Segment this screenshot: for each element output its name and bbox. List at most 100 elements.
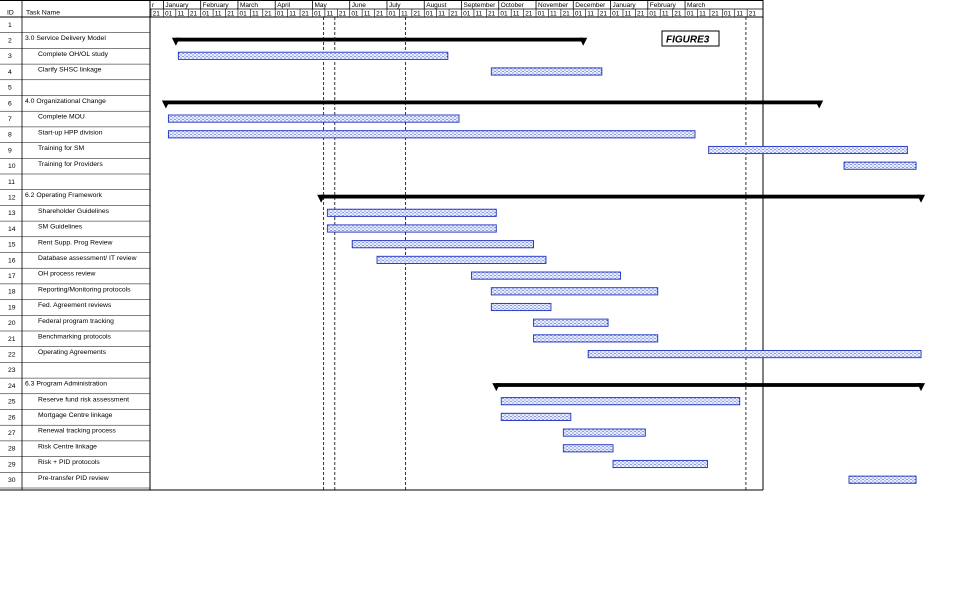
day-label: 21: [637, 10, 645, 17]
task-id: 27: [8, 430, 16, 437]
task-id: 25: [8, 399, 16, 406]
month-label: September: [464, 2, 497, 9]
task-name: Training for Providers: [38, 161, 103, 168]
task-id: 9: [8, 147, 12, 154]
day-label: 21: [339, 10, 347, 17]
day-label: 01: [389, 10, 397, 17]
task-id: 10: [8, 163, 16, 170]
summary-bar: [321, 194, 922, 199]
task-name: 4.0 Organizational Change: [25, 98, 106, 105]
day-label: 11: [289, 10, 296, 17]
summary-bar: [175, 37, 584, 42]
task-id: 20: [8, 320, 16, 327]
day-label: 11: [364, 10, 371, 17]
day-label: 01: [314, 10, 322, 17]
task-name: Pre-transfer PID review: [38, 475, 109, 482]
summary-bar: [165, 100, 820, 105]
task-bar: [708, 145, 908, 155]
task-name: Training for SM: [38, 145, 85, 152]
day-label: 21: [227, 10, 235, 17]
task-name: Risk + PID protocols: [38, 459, 100, 466]
task-id: 16: [8, 257, 16, 264]
task-bar: [490, 302, 552, 312]
month-label: March: [240, 2, 258, 9]
task-name: Rent Supp. Prog Review: [38, 239, 113, 246]
day-label: 21: [451, 10, 459, 17]
task-name: Shareholder Guidelines: [38, 208, 110, 215]
task-bar: [533, 334, 659, 343]
task-id: 15: [8, 242, 16, 249]
task-id: 5: [8, 85, 12, 92]
day-label: 11: [550, 10, 557, 17]
figure-label: FIGURE3: [666, 35, 710, 46]
task-name: 6.3 Program Administration: [25, 381, 107, 388]
task-name: OH process review: [38, 271, 96, 278]
task-bar: [167, 130, 696, 139]
task-id: 3: [8, 53, 12, 60]
task-id: 23: [8, 367, 16, 374]
day-label: 01: [240, 10, 248, 17]
month-label: August: [426, 2, 446, 9]
task-id: 22: [8, 352, 16, 359]
task-id: 28: [8, 446, 16, 453]
month-label: November: [538, 2, 569, 9]
day-label: 11: [401, 10, 408, 17]
task-id: 11: [8, 179, 15, 186]
task-name: Clarify SHSC linkage: [38, 67, 102, 74]
day-label: 11: [662, 10, 669, 17]
day-label: 21: [413, 10, 421, 17]
task-bar: [490, 67, 603, 76]
task-id: 18: [8, 289, 16, 296]
task-name: Benchmarking protocols: [38, 334, 112, 341]
task-bar: [326, 224, 497, 233]
task-id: 21: [8, 336, 16, 343]
header-id: ID: [7, 10, 14, 17]
date-markers: [323, 17, 747, 490]
day-label: 11: [177, 10, 184, 17]
day-label: 11: [252, 10, 259, 17]
summary-bar: [496, 383, 922, 387]
summary-start-cap: [161, 100, 170, 109]
day-label: 11: [513, 10, 520, 17]
task-id: 4: [8, 69, 12, 76]
task-name: SM Guidelines: [38, 224, 83, 231]
task-name: Reporting/Monitoring protocols: [38, 286, 131, 293]
day-label: 21: [562, 10, 570, 17]
task-bar: [848, 475, 917, 484]
summary-end-cap: [579, 37, 588, 46]
task-id: 24: [8, 383, 16, 390]
month-label-partial: r: [152, 2, 155, 9]
task-id: 26: [8, 414, 16, 421]
day-label: 11: [736, 10, 743, 17]
task-bar: [500, 412, 572, 421]
day-label: 01: [724, 10, 732, 17]
month-label: March: [687, 2, 705, 9]
task-name: Risk Centre linkage: [38, 443, 97, 450]
task-name: 3.0 Service Delivery Model: [25, 35, 106, 42]
day-label: 11: [215, 10, 222, 17]
day-label: 01: [649, 10, 657, 17]
day-label: 21: [264, 10, 272, 17]
gantt-frame: [0, 0, 764, 491]
month-label: May: [314, 2, 327, 9]
task-bar: [326, 208, 497, 217]
month-label: June: [352, 2, 366, 9]
task-name: 6.2 Operating Framework: [25, 192, 103, 199]
day-label: 21: [488, 10, 496, 17]
task-bar: [562, 444, 614, 453]
month-label: October: [501, 2, 525, 9]
day-label: 21: [376, 10, 384, 17]
month-label: December: [575, 2, 606, 9]
task-id: 7: [8, 116, 12, 123]
task-bar: [351, 240, 534, 249]
day-label: 01: [612, 10, 620, 17]
task-id: 19: [8, 304, 16, 311]
task-id: 29: [8, 461, 16, 468]
day-label: 01: [575, 10, 583, 17]
task-bar: [470, 271, 621, 280]
day-label: 11: [476, 10, 483, 17]
day-label: 11: [326, 10, 333, 17]
task-id: 1: [8, 22, 12, 29]
day-label: 01: [351, 10, 359, 17]
day-label: 21: [525, 10, 533, 17]
